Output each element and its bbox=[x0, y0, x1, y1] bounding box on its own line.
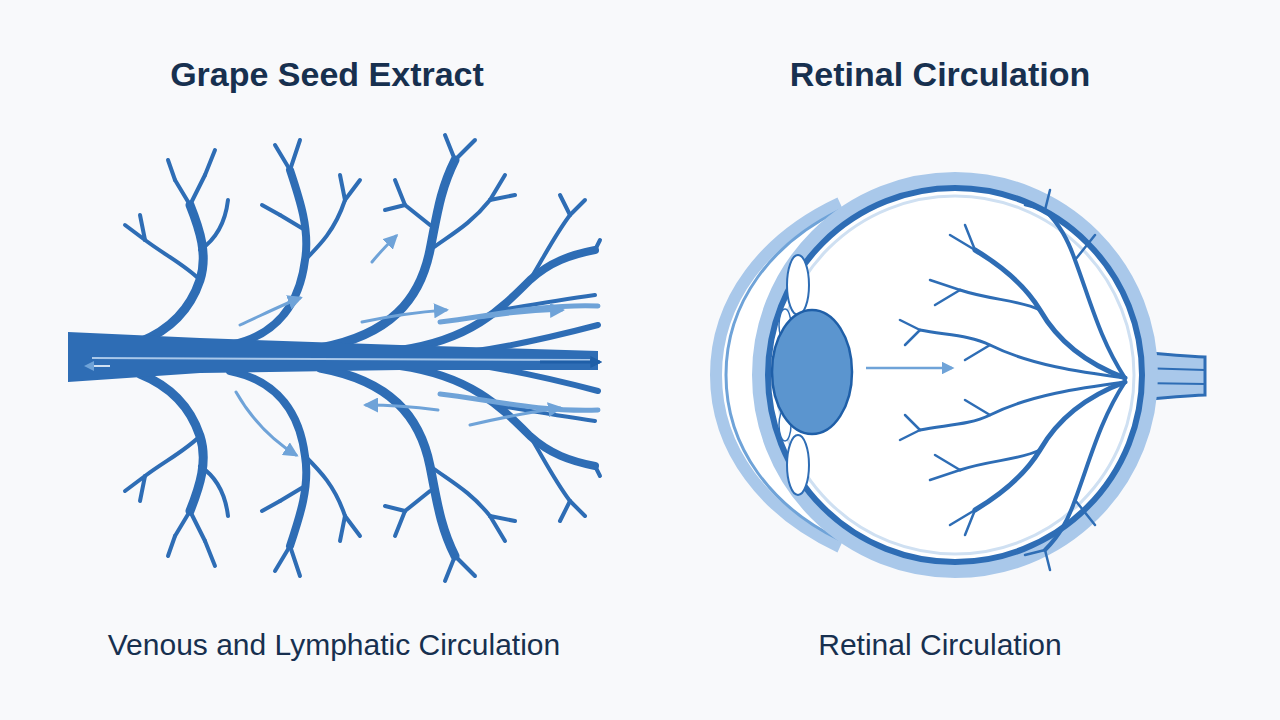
flow-arrows bbox=[362, 310, 446, 322]
panel-caption: Venous and Lymphatic Circulation bbox=[108, 628, 561, 663]
flow-arrows bbox=[236, 392, 296, 455]
flow-arrows bbox=[236, 236, 562, 455]
vessel-tree bbox=[68, 135, 600, 581]
eye-illustration bbox=[716, 179, 1205, 571]
flow-arrows bbox=[478, 310, 562, 318]
panel-heading: Retinal Circulation bbox=[790, 55, 1090, 94]
choroid bbox=[768, 188, 1142, 562]
flow-arrows bbox=[366, 405, 438, 410]
retinal-vessels bbox=[900, 382, 1125, 570]
flow-arrows bbox=[470, 408, 560, 425]
vessel-branches bbox=[125, 135, 600, 352]
panel-caption: Retinal Circulation bbox=[818, 628, 1061, 663]
lens bbox=[772, 310, 852, 434]
panel-heading: Grape Seed Extract bbox=[170, 55, 484, 94]
vessel-highlight bbox=[92, 358, 590, 360]
ciliary-body bbox=[787, 255, 809, 315]
retinal-vessels bbox=[900, 190, 1125, 378]
vessel-branches bbox=[125, 364, 600, 581]
main-vessel bbox=[68, 332, 598, 382]
flow-arrows bbox=[240, 298, 300, 325]
light-arrow bbox=[866, 367, 952, 370]
sclera bbox=[759, 179, 1151, 571]
flow-arrow bbox=[540, 361, 600, 364]
ciliary-body bbox=[787, 435, 809, 495]
flow-arrows bbox=[372, 236, 396, 262]
flow-arrow bbox=[86, 365, 110, 367]
